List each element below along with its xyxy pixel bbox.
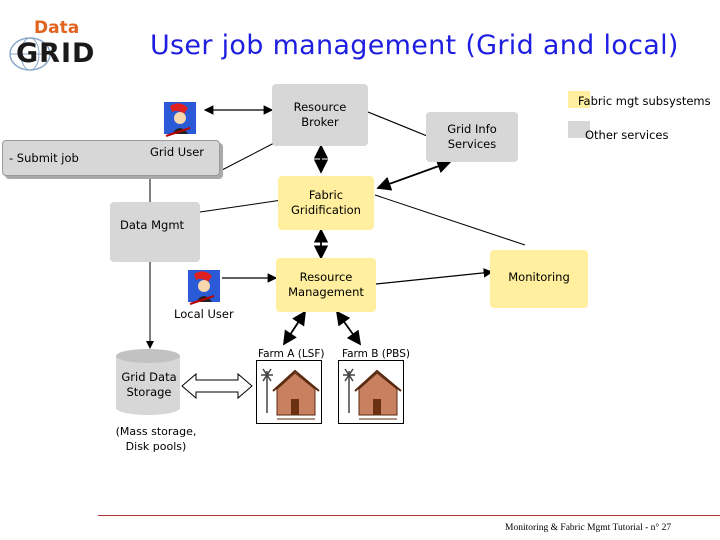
globe-icon <box>9 37 51 71</box>
storage-note: (Mass storage, Disk pools) <box>115 425 197 453</box>
legend-other-label: Other services <box>585 128 669 142</box>
farm-house-icon <box>261 368 320 420</box>
grid-user-icon <box>164 102 196 137</box>
farm-house-icon <box>343 368 402 420</box>
legend-other-swatch <box>568 121 590 138</box>
data-mgmt-label: Data Mgmt <box>120 218 185 232</box>
submit-job-box: - Submit job <box>2 140 220 176</box>
data-mgmt-box: Data Mgmt <box>110 202 200 262</box>
fabric-gridification-box: Fabric Gridification <box>278 176 374 230</box>
database-cylinder-icon <box>116 349 180 415</box>
submit-job-label: - Submit job <box>9 150 79 165</box>
monitoring-box: Monitoring <box>490 250 588 308</box>
grid-info-services-box: Grid Info Services <box>426 112 518 162</box>
local-user-icon <box>188 270 220 305</box>
footer-text: Monitoring & Fabric Mgmt Tutorial - n° 2… <box>505 523 672 533</box>
farm-a-label: Farm A (LSF) <box>258 348 325 360</box>
grid-data-storage-label: Grid Data Storage <box>121 370 177 399</box>
farm-b-label: Farm B (PBS) <box>342 348 410 360</box>
resource-broker-box: Resource Broker <box>272 84 368 146</box>
local-user-label: Local User <box>174 307 234 321</box>
footer-divider <box>98 515 720 516</box>
farm-a-box <box>256 360 322 424</box>
logo-data-text: Data <box>34 18 80 38</box>
datagrid-logo: Data GRID <box>8 18 108 71</box>
legend-fabric-swatch <box>568 91 590 108</box>
grid-user-label: Grid User <box>150 145 205 159</box>
farm-b-box <box>338 360 404 424</box>
resource-management-box: Resource Management <box>276 258 376 312</box>
legend-fabric-label: Fabric mgt subsystems <box>578 94 711 108</box>
page-title: User job management (Grid and local) <box>150 30 679 61</box>
logo-grid-text: GRID <box>16 38 96 69</box>
